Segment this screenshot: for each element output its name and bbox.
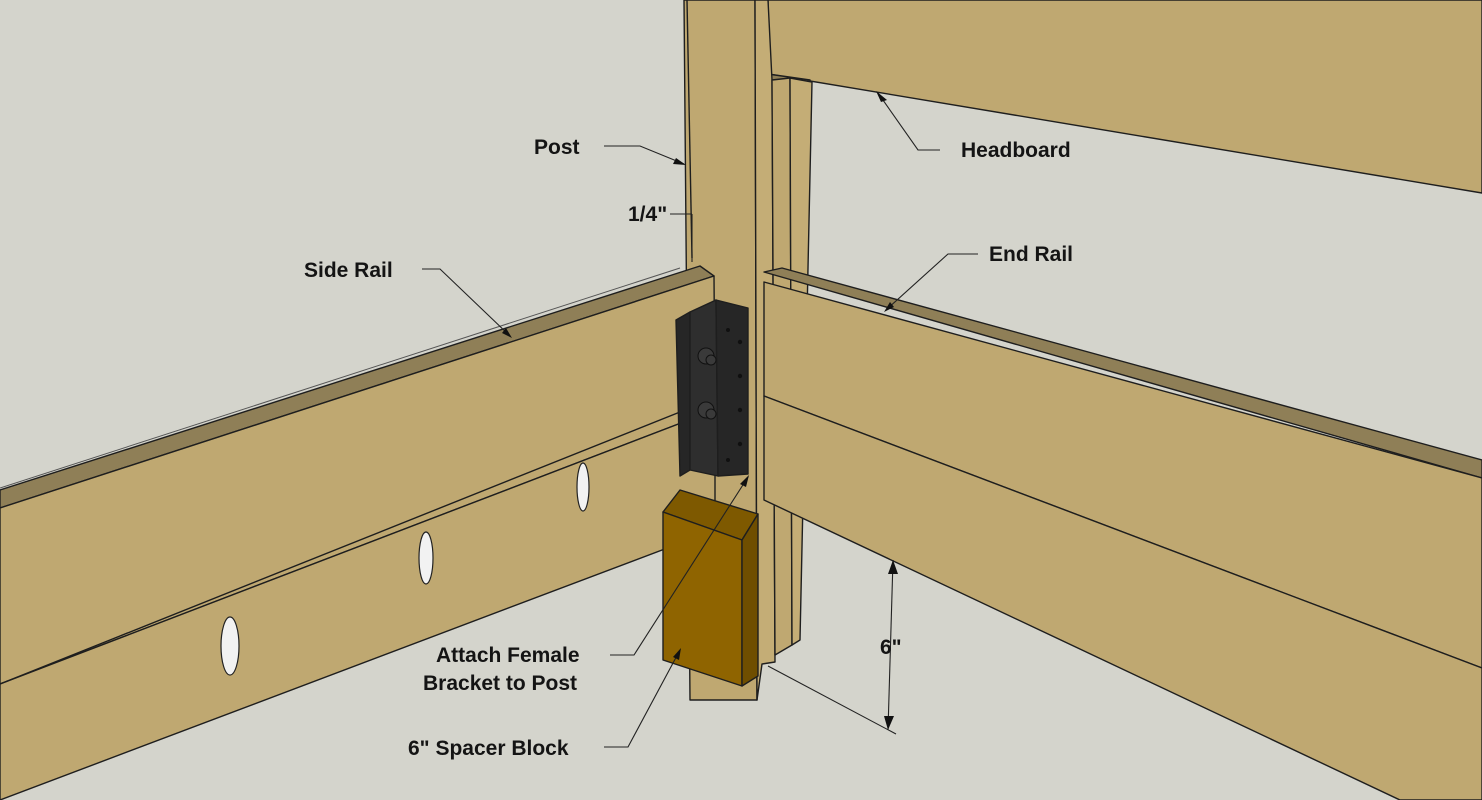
side-rail-label: Side Rail — [304, 259, 393, 282]
headboard-label: Headboard — [961, 139, 1071, 162]
end-rail — [763, 267, 1482, 800]
rail-hole-2 — [418, 531, 434, 585]
leaders — [422, 91, 978, 748]
spacer-block-label: 6" Spacer Block — [408, 737, 569, 760]
side-rail — [0, 265, 716, 800]
six-inch-label: 6" — [880, 636, 902, 659]
bracket-label-line1: Attach Female — [436, 644, 580, 667]
end-rail-label: End Rail — [989, 243, 1073, 266]
rail-hole-1 — [576, 462, 590, 512]
post-label: Post — [534, 136, 580, 159]
quarter-inch-label: 1/4" — [628, 203, 667, 226]
female-bracket — [675, 299, 749, 477]
wall-floor-line-left — [0, 267, 681, 489]
spacer-block — [662, 489, 759, 687]
bracket-label-line2: Bracket to Post — [423, 672, 577, 695]
rail-hole-3 — [220, 616, 240, 676]
six-inch-dimension — [767, 559, 898, 735]
